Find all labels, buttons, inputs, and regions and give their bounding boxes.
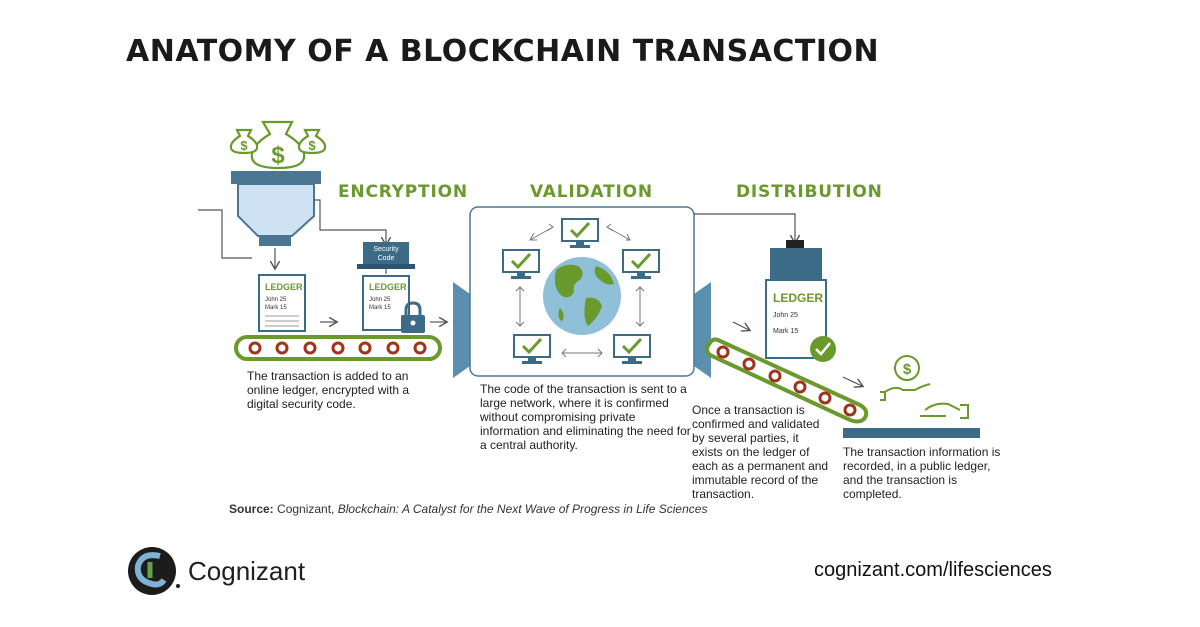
ledger-document-icon: LEDGER John 25 Mark 15 xyxy=(258,274,306,332)
cognizant-logo-icon xyxy=(128,547,180,595)
monitor-check-icon xyxy=(622,249,660,279)
money-bag-icon: $ $ $ xyxy=(229,120,327,170)
svg-text:$: $ xyxy=(271,142,285,169)
check-badge-icon xyxy=(810,336,836,362)
ledger-line-2: Mark 15 xyxy=(773,328,798,335)
validation-description: The code of the transaction is sent to a… xyxy=(480,382,691,452)
brand-name: Cognizant xyxy=(188,556,306,586)
stage-distribution-heading: DISTRIBUTION xyxy=(736,182,883,202)
source-org: Cognizant, xyxy=(273,502,338,516)
padlock-icon xyxy=(401,301,425,333)
svg-text:$: $ xyxy=(240,138,248,153)
funnel-hopper-icon xyxy=(231,171,321,246)
ledger-heading: LEDGER xyxy=(265,282,303,292)
ledger-heading: LEDGER xyxy=(773,291,823,305)
svg-text:$: $ xyxy=(308,138,316,153)
distribution-description: Once a transaction is confirmed and vali… xyxy=(692,403,829,501)
security-label-1: Security xyxy=(373,246,399,253)
svg-text:$: $ xyxy=(903,361,912,378)
completion-platform xyxy=(843,428,980,438)
ledger-line-1: John 25 xyxy=(773,312,798,319)
source-label: Source: xyxy=(229,502,274,516)
ledger-line-2: Mark 15 xyxy=(369,305,391,311)
ledger-heading: LEDGER xyxy=(369,282,407,292)
conveyor-belt xyxy=(705,337,869,424)
monitor-check-icon xyxy=(513,334,551,364)
security-code-laptop-icon: Security Code xyxy=(357,242,415,269)
ledger-line-1: John 25 xyxy=(369,297,391,303)
monitor-check-icon xyxy=(561,218,599,248)
source-citation: Source: Cognizant, Blockchain: A Catalys… xyxy=(229,502,707,516)
network-arrows xyxy=(515,223,645,358)
source-publication: Blockchain: A Catalyst for the Next Wave… xyxy=(337,502,708,516)
completion-description: The transaction information is recorded,… xyxy=(843,445,1001,501)
globe-icon xyxy=(543,257,621,335)
ledger-line-1: John 25 xyxy=(265,297,287,303)
monitor-check-icon xyxy=(502,249,540,279)
stage-validation-heading: VALIDATION xyxy=(530,182,653,202)
page-title: ANATOMY OF A BLOCKCHAIN TRANSACTION xyxy=(126,34,880,69)
security-label-2: Code xyxy=(378,255,395,262)
monitor-check-icon xyxy=(613,334,651,364)
stage-encryption-heading: ENCRYPTION xyxy=(338,182,468,202)
website-url[interactable]: cognizant.com/lifesciences xyxy=(814,559,1052,581)
ledger-line-2: Mark 15 xyxy=(265,305,287,311)
encryption-description: The transaction is added to an online le… xyxy=(247,369,410,411)
conveyor-belt xyxy=(234,335,442,361)
hand-coin-icon: $ xyxy=(880,355,969,419)
